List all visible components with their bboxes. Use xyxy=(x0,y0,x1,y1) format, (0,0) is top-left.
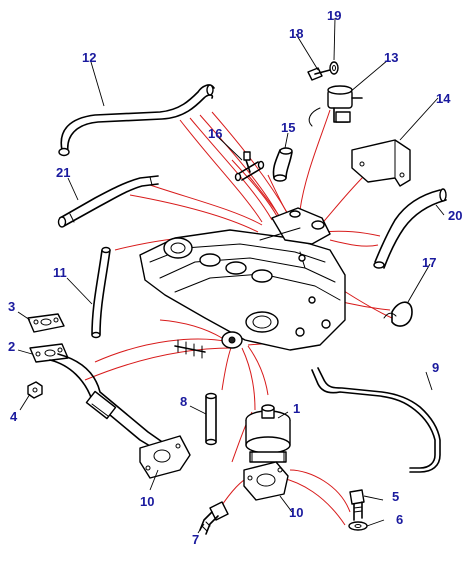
callout-10-lower-left: 10 xyxy=(140,494,154,509)
part-4-nut xyxy=(27,381,43,399)
part-8-tube xyxy=(205,392,217,446)
part-14-bracket xyxy=(351,139,411,187)
callout-7: 7 xyxy=(192,532,199,547)
callout-4: 4 xyxy=(10,409,18,424)
part-7-bolt xyxy=(199,501,229,535)
intake-manifold-assembly xyxy=(139,229,346,359)
callout-2: 2 xyxy=(8,339,15,354)
throttle-area xyxy=(259,207,331,269)
callout-10-lower-right: 10 xyxy=(289,505,303,520)
callout-8: 8 xyxy=(180,394,187,409)
part-3-gasket xyxy=(27,313,65,333)
callout-1: 1 xyxy=(293,401,300,416)
callout-12: 12 xyxy=(82,50,96,65)
callout-19: 19 xyxy=(327,8,341,23)
black-leader-lines xyxy=(17,17,445,534)
part-17-clip xyxy=(383,301,413,327)
callout-15: 15 xyxy=(281,120,295,135)
callout-5: 5 xyxy=(392,489,399,504)
callout-18: 18 xyxy=(289,26,303,41)
callout-16: 16 xyxy=(208,126,222,141)
callout-20: 20 xyxy=(448,208,462,223)
callout-17: 17 xyxy=(422,255,436,270)
callout-labels: 1 2 3 4 5 6 7 8 9 10 10 11 12 13 14 15 1… xyxy=(8,8,462,547)
part-20-hose xyxy=(373,188,447,269)
callout-6: 6 xyxy=(396,512,403,527)
part-18-bolt xyxy=(307,67,331,81)
callout-11: 11 xyxy=(53,265,67,280)
callout-3: 3 xyxy=(8,299,15,314)
part-1-egr-valve xyxy=(245,404,291,463)
part-5-bolt xyxy=(349,489,365,521)
callout-13: 13 xyxy=(384,50,398,65)
part-16-tee-connector xyxy=(234,151,265,182)
callout-21: 21 xyxy=(56,165,70,180)
part-10-gasket xyxy=(243,461,289,501)
callout-9: 9 xyxy=(432,360,439,375)
part-13-solenoid-valve xyxy=(308,85,363,127)
part-12-coolant-hose xyxy=(58,84,215,157)
part-2-flange xyxy=(29,343,69,363)
part-19-washer xyxy=(329,61,339,75)
part-6-washer xyxy=(348,521,368,531)
part-11-hose xyxy=(91,246,111,339)
part-21-hose xyxy=(57,175,159,228)
callout-14: 14 xyxy=(436,91,451,106)
part-15-elbow-hose xyxy=(272,147,293,182)
part-10-flange-lower xyxy=(139,435,191,479)
part-9-long-pipe xyxy=(311,367,441,473)
egr-pipe xyxy=(49,353,169,453)
